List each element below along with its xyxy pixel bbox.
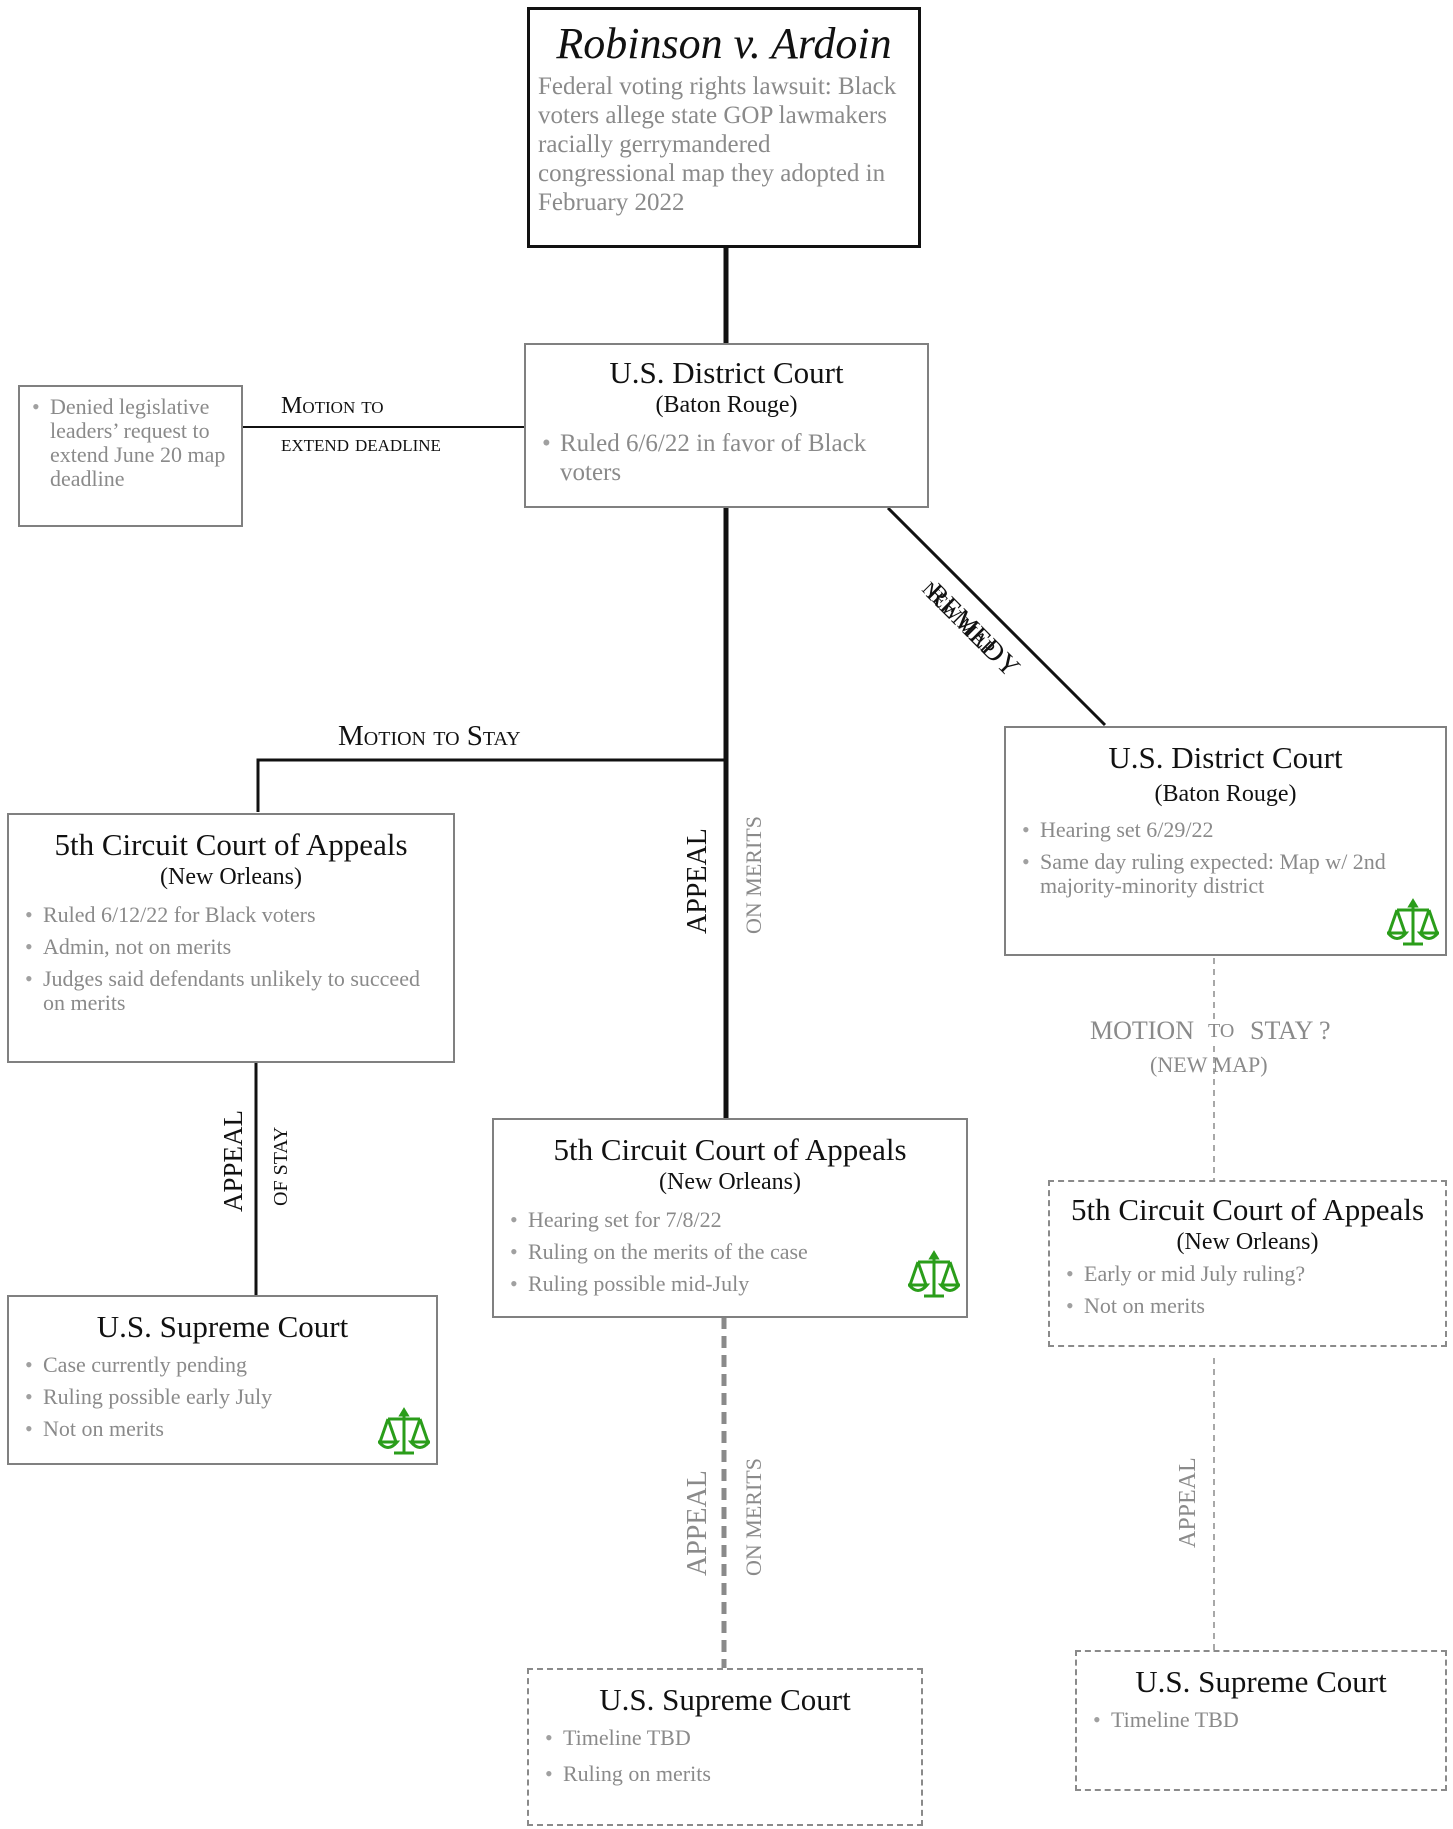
supreme-stay-title: U.S. Supreme Court — [96, 1309, 349, 1344]
district-court-main-box: U.S. District Court (Baton Rouge) Ruled … — [524, 343, 929, 508]
supreme-merits-bullet: Timeline TBD — [543, 1726, 907, 1751]
motion-stay-question-label-c: STAY ? — [1250, 1016, 1331, 1046]
district-court-remedy-subtitle: (Baton Rouge) — [1154, 781, 1297, 807]
district-court-remedy-title: U.S. District Court — [1108, 740, 1343, 775]
district-court-remedy-box: U.S. District Court (Baton Rouge) Hearin… — [1004, 726, 1447, 956]
supreme-stay-bullet: Not on merits — [23, 1417, 422, 1442]
motion-stay-question-label-b: TO — [1208, 1020, 1235, 1043]
motion-stay-question-label-a: MOTION — [1090, 1016, 1194, 1046]
circuit-newmap-subtitle: (New Orleans) — [1176, 1229, 1319, 1255]
circuit-merits-box: 5th Circuit Court of Appeals (New Orlean… — [492, 1118, 968, 1318]
supreme-stay-bullet: Ruling possible early July — [23, 1385, 422, 1410]
circuit-stay-bullet: Judges said defendants unlikely to succe… — [23, 967, 439, 1015]
denied-note-box: Denied legislative leaders’ request to e… — [18, 385, 243, 527]
circuit-stay-box: 5th Circuit Court of Appeals (New Orlean… — [7, 813, 455, 1063]
circuit-stay-bullet: Ruled 6/12/22 for Black voters — [23, 903, 439, 928]
district-court-main-bullet: Ruled 6/6/22 in favor of Black voters — [540, 429, 913, 487]
motion-to-stay-label: Motion to Stay — [338, 720, 521, 752]
supreme-merits-box: U.S. Supreme Court Timeline TBD Ruling o… — [527, 1668, 923, 1826]
new-map-paren-label: (NEW MAP) — [1150, 1052, 1268, 1077]
circuit-merits-subtitle: (New Orleans) — [659, 1169, 801, 1195]
scales-of-justice-icon — [908, 1250, 960, 1298]
supreme-merits-title: U.S. Supreme Court — [599, 1682, 851, 1717]
circuit-newmap-bullet: Early or mid July ruling? — [1064, 1262, 1431, 1287]
remedy-line — [886, 506, 1107, 727]
case-description: Federal voting rights lawsuit: Black vot… — [538, 73, 897, 216]
on-merits-label-2: ON MERITS — [741, 1458, 766, 1576]
of-stay-label: OF STAY — [270, 1126, 292, 1206]
on-merits-label: ON MERITS — [741, 816, 766, 934]
motion-extend-label-line2: extend deadline — [281, 431, 441, 457]
district-court-remedy-bullet: Hearing set 6/29/22 — [1020, 818, 1431, 843]
district-court-remedy-bullet: Same day ruling expected: Map w/ 2nd maj… — [1020, 850, 1431, 898]
supreme-newmap-box: U.S. Supreme Court Timeline TBD — [1075, 1650, 1447, 1791]
circuit-merits-title: 5th Circuit Court of Appeals — [553, 1132, 907, 1167]
scales-of-justice-icon — [378, 1407, 430, 1455]
district-court-main-subtitle: (Baton Rouge) — [655, 392, 798, 418]
circuit-merits-bullet: Ruling on the merits of the case — [508, 1240, 952, 1265]
supreme-newmap-bullet: Timeline TBD — [1091, 1708, 1431, 1733]
appeal-newmap-label: APPEAL — [1175, 1457, 1201, 1548]
motion-to-stay-line — [256, 758, 726, 812]
case-title: Robinson v. Ardoin — [556, 19, 892, 68]
supreme-stay-bullet: Case currently pending — [23, 1353, 422, 1378]
district-court-main-title: U.S. District Court — [609, 355, 844, 390]
motion-extend-label-line1: Motion to — [281, 393, 384, 419]
appeal-merits-label-2: APPEAL — [682, 1470, 713, 1576]
circuit-newmap-title: 5th Circuit Court of Appeals — [1070, 1192, 1425, 1227]
denied-note-bullet: Denied legislative leaders’ request to e… — [30, 395, 235, 491]
circuit-merits-bullet: Hearing set for 7/8/22 — [508, 1208, 952, 1233]
appeal-merits-label: APPEAL — [682, 828, 713, 934]
circuit-stay-subtitle: (New Orleans) — [160, 864, 302, 890]
supreme-merits-bullet: Ruling on merits — [543, 1762, 907, 1787]
case-title-box: Robinson v. Ardoin Federal voting rights… — [527, 7, 921, 248]
scales-of-justice-icon — [1387, 898, 1439, 946]
circuit-newmap-box: 5th Circuit Court of Appeals (New Orlean… — [1048, 1180, 1447, 1347]
circuit-merits-bullet: Ruling possible mid-July — [508, 1272, 952, 1297]
supreme-stay-box: U.S. Supreme Court Case currently pendin… — [7, 1295, 438, 1465]
circuit-stay-bullet: Admin, not on merits — [23, 935, 439, 960]
appeal-stay-label: APPEAL — [218, 1109, 248, 1212]
circuit-stay-title: 5th Circuit Court of Appeals — [54, 827, 408, 862]
circuit-newmap-bullet: Not on merits — [1064, 1294, 1431, 1319]
supreme-newmap-title: U.S. Supreme Court — [1135, 1664, 1387, 1699]
